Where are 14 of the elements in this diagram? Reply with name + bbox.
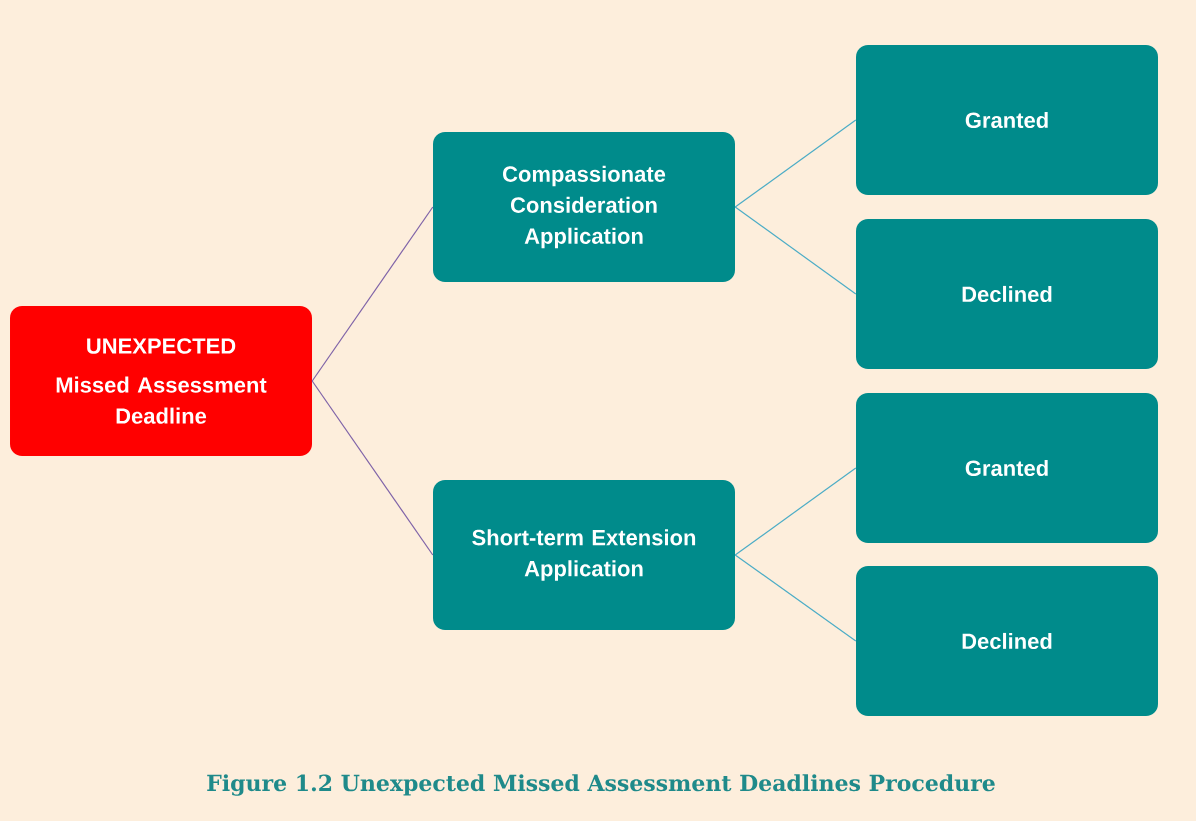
- connector-line: [311, 380, 434, 556]
- process-box: Compassionate Consideration Application: [433, 132, 735, 282]
- process-box: Declined: [856, 566, 1158, 716]
- connector-line: [734, 206, 857, 295]
- connector-line: [734, 119, 857, 208]
- connector-line: [734, 467, 857, 556]
- process-box: Short-term Extension Application: [433, 480, 735, 630]
- connector-line: [311, 206, 434, 382]
- process-box: Granted: [856, 45, 1158, 195]
- process-box: UNEXPECTED Missed Assessment Deadline: [10, 306, 312, 456]
- figure-caption: Figure 1.2 Unexpected Missed Assessment Deadlines Procedure: [207, 774, 995, 796]
- process-box: Declined: [856, 219, 1158, 369]
- connector-line: [734, 554, 857, 642]
- process-box: Granted: [856, 393, 1158, 543]
